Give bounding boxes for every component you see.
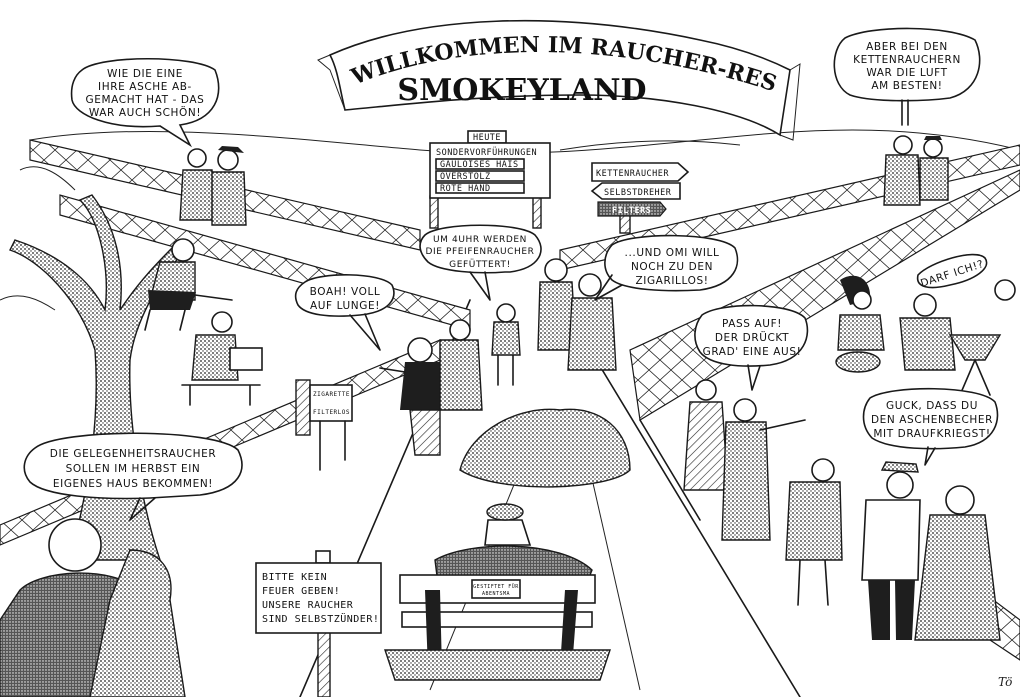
bubble-line: AM BESTEN!: [871, 80, 942, 92]
bubble-line: SOLLEN IM HERBST EIN: [66, 463, 201, 475]
direction-signpost: KETTENRAUCHER SELBSTDREHER FILTERS: [590, 162, 690, 234]
bubble-darf: DARF ICH!?: [916, 253, 988, 290]
bubble-line: MIT DRAUFKRIEGST!: [873, 428, 990, 440]
bubble-pfeifen: UM 4UHR WERDEN DIE PFEIFENRAUCHER GEFÜTT…: [419, 224, 542, 301]
people-right-path: [683, 379, 806, 541]
direction-item: SELBSTDREHER: [604, 188, 672, 198]
direction-item: KETTENRAUCHER: [596, 169, 669, 179]
bubble-line: ZIGARILLOS!: [635, 275, 708, 287]
zigarette-sign-bottom: FILTERLOS: [313, 409, 350, 416]
bubble-line: DEN ASCHENBECHER: [871, 414, 993, 426]
bubble-line: DIE GELEGENHEITSRAUCHER: [50, 448, 216, 460]
bubble-line: WIE DIE EINE: [107, 68, 183, 80]
artist-signature: Tö: [998, 675, 1012, 689]
feuer-sign: BITTE KEIN FEUER GEBEN! UNSERE RAUCHER S…: [255, 550, 382, 697]
bubble-passauf: PASS AUF! DER DRÜCKT GRAD' EINE AUS!: [694, 304, 809, 391]
heute-item: SONDERVORFÜHRUNGEN: [436, 147, 537, 158]
bubble-gelegenheit: DIE GELEGENHEITSRAUCHER SOLLEN IM HERBST…: [23, 432, 243, 521]
bubble-line: KETTENRAUCHERN: [853, 54, 961, 66]
heute-header: HEUTE: [473, 133, 501, 143]
feuer-sign-line: UNSERE RAUCHER: [262, 600, 354, 611]
feuer-sign-line: SIND SELBSTZÜNDER!: [262, 612, 379, 625]
direction-item: FILTERS: [612, 206, 651, 216]
banner-line-2: SMOKEYLAND: [397, 73, 646, 108]
tree: [0, 166, 184, 561]
bubble-line: EIGENES HAUS BEKOMMEN!: [53, 478, 213, 490]
bubble-line: AUF LUNGE!: [310, 300, 380, 312]
couple-upper-left: [179, 146, 247, 226]
bush: [459, 408, 631, 488]
bubble-boah: BOAH! VOLL AUF LUNGE!: [294, 274, 395, 351]
bubble-line: NOCH ZU DEN: [631, 261, 713, 273]
feuer-sign-line: BITTE KEIN: [262, 572, 327, 583]
bench-plaque-line: GESTIFTET FÜR: [473, 583, 519, 590]
bubble-line: WAR AUCH SCHÖN!: [89, 106, 201, 119]
bubble-line: GEFÜTTERT!: [449, 259, 511, 270]
zigarette-sign-top: ZIGARETTE: [313, 391, 350, 398]
couple-bottom-left: [0, 518, 186, 697]
bubble-line: UM 4UHR WERDEN: [433, 235, 527, 245]
bench-plaque: GESTIFTET FÜR ABENTSMA: [471, 579, 521, 599]
man-reading: [181, 311, 263, 406]
bubble-guck: GUCK, DASS DU DEN ASCHENBECHER MIT DRAUF…: [862, 387, 999, 466]
bench-plaque-line: ABENTSMA: [482, 591, 510, 597]
bubble-line: BOAH! VOLL: [310, 286, 381, 298]
heute-item: GAULOISES HAIS: [440, 160, 519, 170]
feuer-sign-line: FEUER GEBEN!: [262, 586, 340, 597]
smokers-lighting: [835, 275, 1016, 396]
bubble-line: DIE PFEIFENRAUCHER: [425, 247, 534, 257]
bubble-asche: WIE DIE EINE IHRE ASCHE AB- GEMACHT HAT …: [70, 57, 220, 148]
bubble-line: PASS AUF!: [722, 318, 782, 330]
man-pointing: [379, 319, 483, 456]
heute-item: ROTE HAND: [440, 184, 491, 194]
child-on-path: [491, 303, 521, 386]
group-bottom-right: [785, 458, 1001, 641]
bubble-line: GRAD' EINE AUS!: [703, 346, 802, 358]
bubble-omi: ...UND OMI WILL NOCH ZU DEN ZIGARILLOS!: [594, 234, 739, 301]
bubble-line: ...UND OMI WILL: [625, 247, 720, 259]
zigarette-sign: ZIGARETTE FILTERLOS: [295, 379, 353, 471]
omi-and-man: [537, 258, 617, 371]
bubble-ketten: ABER BEI DEN KETTENRAUCHERN WAR DIE LUFT…: [833, 27, 981, 126]
man-in-tree: [144, 238, 233, 331]
bubble-line: IHRE ASCHE AB-: [98, 81, 192, 93]
couple-top-right: [883, 135, 949, 206]
bubble-line: GUCK, DASS DU: [886, 400, 978, 412]
bubble-line: DER DRÜCKT: [715, 331, 789, 344]
bubble-line: GEMACHT HAT - DAS: [86, 94, 205, 106]
bubble-line: ABER BEI DEN: [866, 41, 948, 53]
heute-item: OVERSTOLZ: [440, 172, 491, 182]
bubble-line: WAR DIE LUFT: [866, 67, 947, 79]
heute-sign: HEUTE SONDERVORFÜHRUNGEN GAULOISES HAIS …: [429, 130, 551, 229]
